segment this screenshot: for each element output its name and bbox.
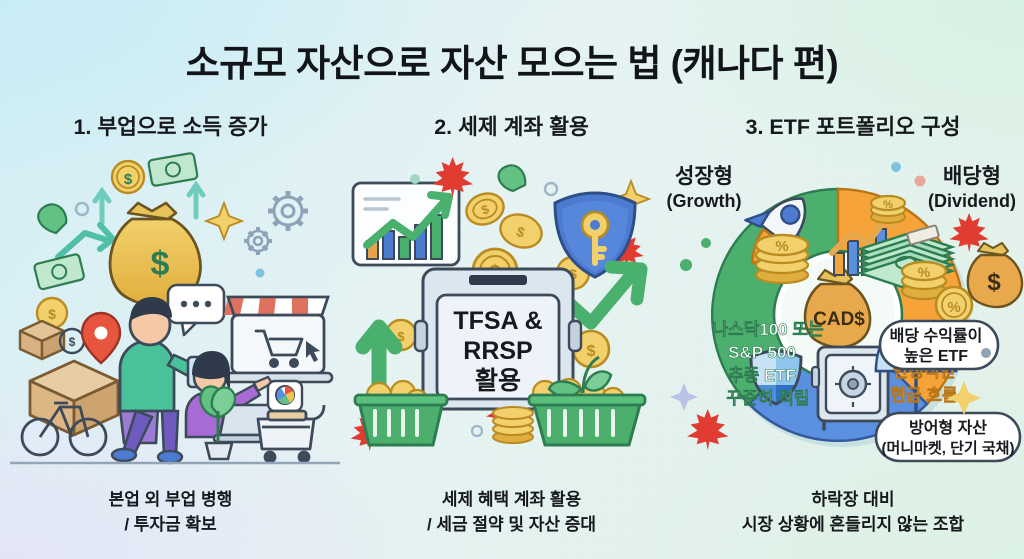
maple-leaf-icon <box>432 157 473 198</box>
location-pin-icon <box>80 311 122 365</box>
dot-decoration <box>470 424 484 438</box>
percent-coins-icon: % <box>869 194 907 224</box>
dot-decoration <box>74 201 90 217</box>
defensive-pill-line-2: (머니마켓, 단기 국채) <box>882 440 1015 457</box>
dot-decoration <box>543 181 559 197</box>
sparkle-icon <box>203 200 245 242</box>
svg-text:%: % <box>947 299 960 316</box>
section-heading-2: 2. 세제 계좌 활용 <box>434 115 589 139</box>
percent-coins-icon: % <box>754 233 810 285</box>
online-shop-icon <box>222 295 334 384</box>
sparkle-icon <box>947 381 981 415</box>
basket-icon <box>353 379 449 447</box>
defensive-pill-line-1: 방어형 자산 <box>909 418 987 437</box>
coin-icon: $ <box>499 213 543 249</box>
caption-section-3: 하락장 대비 시장 상황에 흔들리지 않는 조합 <box>682 487 1024 537</box>
growth-label-ko: 성장형 <box>675 164 733 188</box>
leaf-icon <box>497 164 527 193</box>
cursor-icon <box>306 341 320 362</box>
banknote-icon <box>147 152 199 187</box>
sign-line-1: TFSA & <box>453 307 542 335</box>
illustration-tax-accounts: $ $ $ $ $ $ <box>345 145 675 465</box>
percent-coin-icon: % <box>934 285 974 325</box>
coin-icon: $ <box>110 159 146 195</box>
caption-3-line-2: 시장 상황에 흔들리지 않는 조합 <box>741 514 965 534</box>
dot-decoration <box>914 175 926 187</box>
chat-bubble-icon <box>166 283 226 337</box>
dot-decoration <box>410 174 420 184</box>
shopping-cart-icon <box>256 404 326 464</box>
potted-plant-icon <box>199 385 237 461</box>
caption-1-line-1: 본업 외 부업 병행 <box>108 489 233 509</box>
shield-key-icon <box>553 191 637 279</box>
dot-decoration <box>981 348 991 358</box>
svg-text:$: $ <box>124 171 133 188</box>
gear-icon <box>244 227 272 255</box>
dividend-label-en: (Dividend) <box>928 191 1016 211</box>
leaf-icon <box>583 370 613 392</box>
growth-body-line-4: 꾸준히 적립 <box>727 389 810 408</box>
leaf-icon <box>37 203 68 235</box>
shield-icon <box>749 349 803 406</box>
person-delivery-icon <box>110 297 210 465</box>
basket-icon <box>527 355 647 447</box>
deposit-safe-icon <box>413 267 583 411</box>
growth-label-en: (Growth) <box>667 191 742 211</box>
maple-leaf-icon <box>687 409 729 451</box>
caption-1-line-2: / 투자금 확보 <box>124 514 217 534</box>
gear-icon <box>268 191 308 231</box>
dot-decoration <box>255 268 265 278</box>
caption-3-line-1: 하락장 대비 <box>811 489 895 509</box>
defensive-callout-pill: 방어형 자산 (머니마켓, 단기 국채) <box>874 411 1022 463</box>
shopping-cart-icon <box>254 329 304 368</box>
dividend-pill-line-2: 높은 ETF <box>904 347 968 365</box>
sign-line-3: 활용 <box>475 367 521 395</box>
caption-section-2: 세제 혜택 계좌 활용 / 세금 절약 및 자산 증대 <box>341 487 682 537</box>
bicycle-icon <box>20 401 108 457</box>
illustration-side-hustle: $ $ $ <box>10 145 340 465</box>
dividend-body-line-2: 현금 흐름 <box>890 386 958 405</box>
svg-text:%: % <box>918 264 931 280</box>
svg-text:$: $ <box>397 329 405 344</box>
growth-body-line-3: 추종 ETF <box>728 366 796 385</box>
page-title: 소규모 자산으로 자산 모으는 법 (캐나다 편) <box>185 43 839 84</box>
percent-coins-icon: % <box>900 260 948 301</box>
svg-text:$: $ <box>569 266 577 282</box>
svg-text:$: $ <box>48 306 56 322</box>
svg-text:$: $ <box>587 343 596 360</box>
caption-section-1: 본업 외 부업 병행 / 투자금 확보 <box>0 487 341 537</box>
dividend-label-ko: 배당형 <box>943 164 1001 188</box>
sign-line-2: RRSP <box>463 337 532 365</box>
dot-decoration <box>891 162 901 172</box>
svg-text:$: $ <box>69 335 76 349</box>
dot-decoration <box>680 259 692 271</box>
section-heading-3: 3. ETF 포트폴리오 구성 <box>745 115 961 139</box>
illustration-etf-portfolio: CAD$ % % <box>667 145 1024 465</box>
svg-text:%: % <box>883 199 893 211</box>
coin-stack-icon <box>492 406 534 444</box>
svg-text:$: $ <box>987 269 1001 296</box>
chart-card-icon <box>351 181 461 267</box>
caption-2-line-1: 세제 혜택 계좌 활용 <box>441 489 582 509</box>
maple-leaf-icon <box>949 213 989 253</box>
growth-body-line-2: S&P 500 <box>728 343 796 362</box>
sparkle-icon <box>670 383 698 411</box>
photo-bubble-icon <box>266 379 304 413</box>
dividend-callout-pill: 배당 수익률이 높은 ETF <box>878 319 1000 371</box>
money-bag-icon: $ <box>966 242 1024 309</box>
growth-body-line-1: 나스닥100 또는 <box>712 320 824 339</box>
banknote-icon <box>33 253 85 291</box>
dot-decoration <box>701 238 711 248</box>
package-box-icon <box>18 319 66 361</box>
caption-2-line-2: / 세금 절약 및 자산 증대 <box>426 514 597 534</box>
section-heading-1: 1. 부업으로 소득 증가 <box>73 115 268 139</box>
svg-text:$: $ <box>151 245 170 283</box>
svg-text:%: % <box>775 238 788 255</box>
maple-leaf-icon <box>609 233 644 268</box>
coin-icon: $ <box>465 192 505 226</box>
dividend-pill-line-1: 배당 수익률이 <box>890 326 983 345</box>
pie-center-label: CAD$ <box>813 309 865 330</box>
